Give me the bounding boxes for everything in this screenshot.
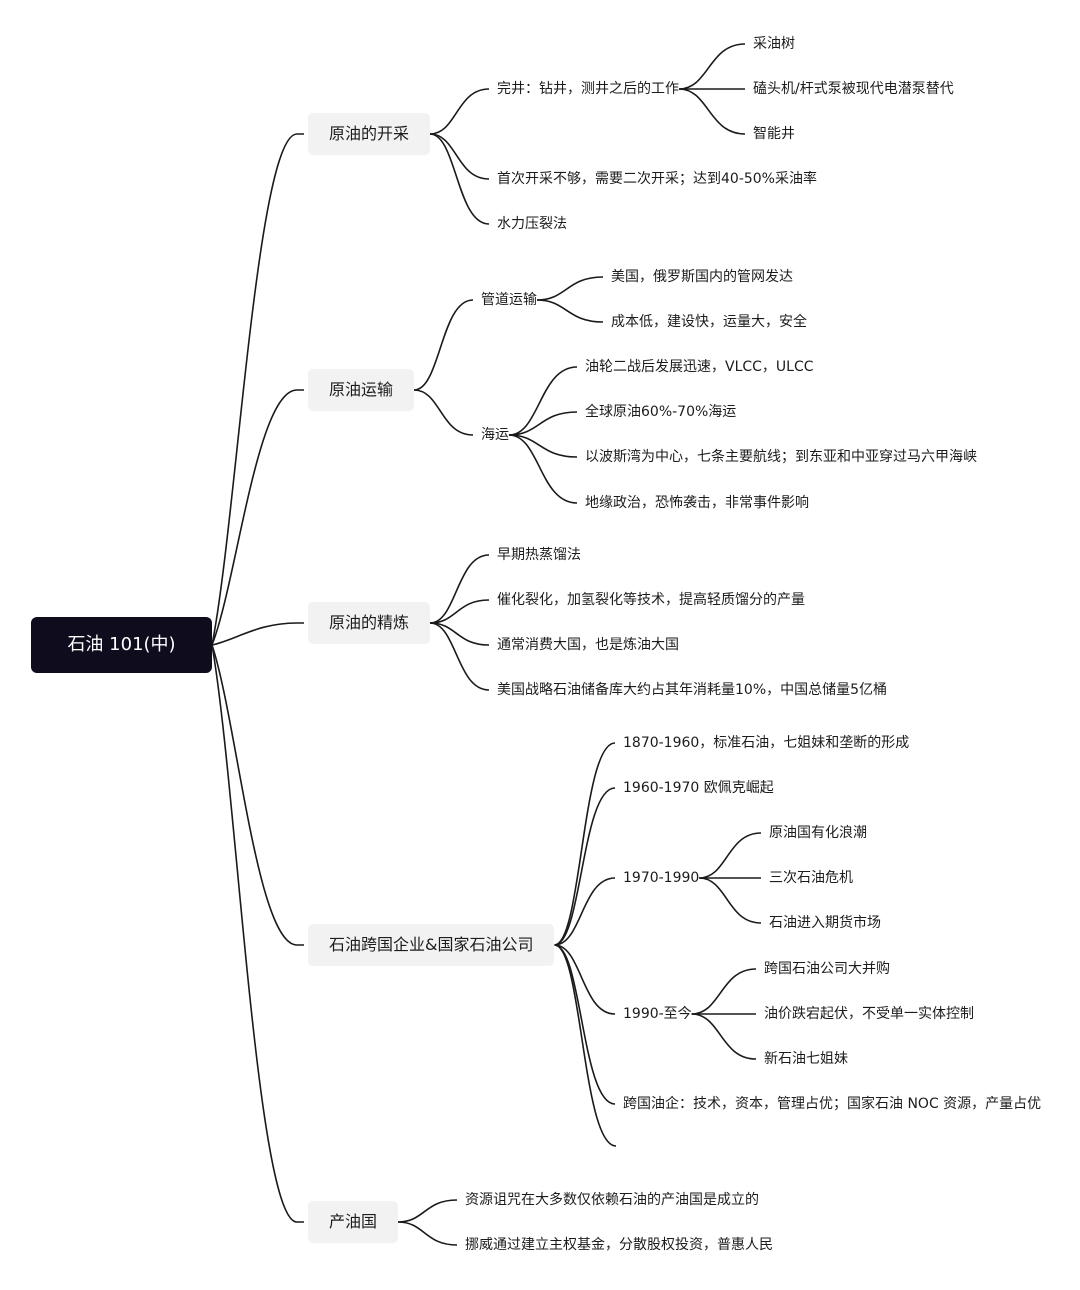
leaf-smart-well[interactable]: 智能井 [753,126,795,142]
topic-pipeline-transport[interactable]: 管道运输 [481,292,537,308]
leaf-ioc-vs-noc[interactable]: 跨国油企：技术，资本，管理占优；国家石油 NOC 资源，产量占优 [623,1096,1042,1112]
connector-line [536,276,604,301]
connector-line [211,644,304,946]
leaf-era-1870-1960[interactable]: 1870-1960，标准石油，七姐妹和垄断的形成 [623,735,910,751]
connector-line [413,389,474,436]
leaf-pipeline-advantages[interactable]: 成本低，建设快，运量大，安全 [611,314,807,330]
leaf-sea-share[interactable]: 全球原油60%-70%海运 [585,404,737,420]
connector-line [508,366,578,436]
connector-line [691,968,757,1015]
connector-line [413,299,474,391]
leaf-thermal-distillation[interactable]: 早期热蒸馏法 [497,547,581,563]
leaf-catalytic-cracking[interactable]: 催化裂化，加氢裂化等技术，提高轻质馏分的产量 [497,592,805,608]
leaf-pipeline-network[interactable]: 美国，俄罗斯国内的管网发达 [611,269,793,285]
connector-line [508,434,578,458]
leaf-shipping-routes[interactable]: 以波斯湾为中心，七条主要航线；到东亚和中亚穿过马六甲海峡 [585,449,977,465]
connector-line [429,133,490,180]
branch-crude-transport[interactable]: 原油运输 [308,369,415,411]
branch-crude-refining[interactable]: 原油的精炼 [308,602,431,644]
leaf-nationalization[interactable]: 原油国有化浪潮 [769,825,867,841]
connector-line [211,133,304,646]
topic-well-completion[interactable]: 完井：钻井，测井之后的工作 [497,81,679,97]
connector-line [554,877,616,946]
connector-line [211,622,304,646]
leaf-resource-curse[interactable]: 资源诅咒在大多数仅依赖石油的产油国是成立的 [465,1192,759,1208]
connector-line [429,88,490,135]
connector-line [508,434,578,504]
leaf-strategic-reserve[interactable]: 美国战略石油储备库大约占其年消耗量10%，中国总储量5亿桶 [497,682,888,698]
leaf-price-volatility[interactable]: 油价跌宕起伏，不受单一实体控制 [764,1006,974,1022]
connector-line [554,944,616,1105]
leaf-christmas-tree[interactable]: 采油树 [753,36,795,52]
branch-producing-countries[interactable]: 产油国 [308,1201,399,1243]
leaf-geopolitics[interactable]: 地缘政治，恐怖袭击，非常事件影响 [585,495,809,511]
leaf-norway-fund[interactable]: 挪威通过建立主权基金，分散股权投资，普惠人民 [465,1237,773,1253]
connector-line [554,944,617,1147]
connector-line [554,742,616,946]
branch-oil-companies[interactable]: 石油跨国企业&国家石油公司 [308,924,555,966]
connector-line [699,877,762,924]
connector-line [429,622,490,691]
leaf-mergers[interactable]: 跨国石油公司大并购 [764,961,890,977]
leaf-era-1960-1970[interactable]: 1960-1970 欧佩克崛起 [623,780,774,796]
connector-line [536,299,604,323]
topic-era-1990-present[interactable]: 1990-至今 [623,1006,692,1022]
branch-crude-mining[interactable]: 原油的开采 [308,113,431,155]
leaf-futures-market[interactable]: 石油进入期货市场 [769,915,881,931]
connector-line [678,88,746,135]
connector-line [430,599,490,624]
connector-line [398,1221,458,1246]
connector-line [211,644,304,1223]
topic-era-1970-1990[interactable]: 1970-1990 [623,870,700,886]
topic-sea-shipping[interactable]: 海运 [481,427,509,443]
connector-line [211,389,304,646]
connector-line [508,411,578,436]
leaf-oil-crises[interactable]: 三次石油危机 [769,870,853,886]
connector-line [678,43,746,90]
leaf-tankers[interactable]: 油轮二战后发展迅速，VLCC，ULCC [585,359,814,375]
connector-line [691,1013,757,1060]
leaf-electric-submersible-pump[interactable]: 磕头机/杆式泵被现代电潜泵替代 [753,81,954,97]
connector-line [398,1199,458,1223]
leaf-new-seven-sisters[interactable]: 新石油七姐妹 [764,1051,848,1067]
connector-line [554,944,616,1015]
leaf-secondary-recovery[interactable]: 首次开采不够，需要二次开采；达到40-50%采油率 [497,171,817,187]
root-node[interactable]: 石油 101(中) [31,617,212,673]
connector-line [699,832,762,879]
leaf-hydraulic-fracturing[interactable]: 水力压裂法 [497,216,567,232]
connector-line [429,133,490,225]
leaf-refining-nations[interactable]: 通常消费大国，也是炼油大国 [497,637,679,653]
connector-line [430,622,490,646]
connector-line [429,554,490,624]
connector-line [554,787,616,946]
